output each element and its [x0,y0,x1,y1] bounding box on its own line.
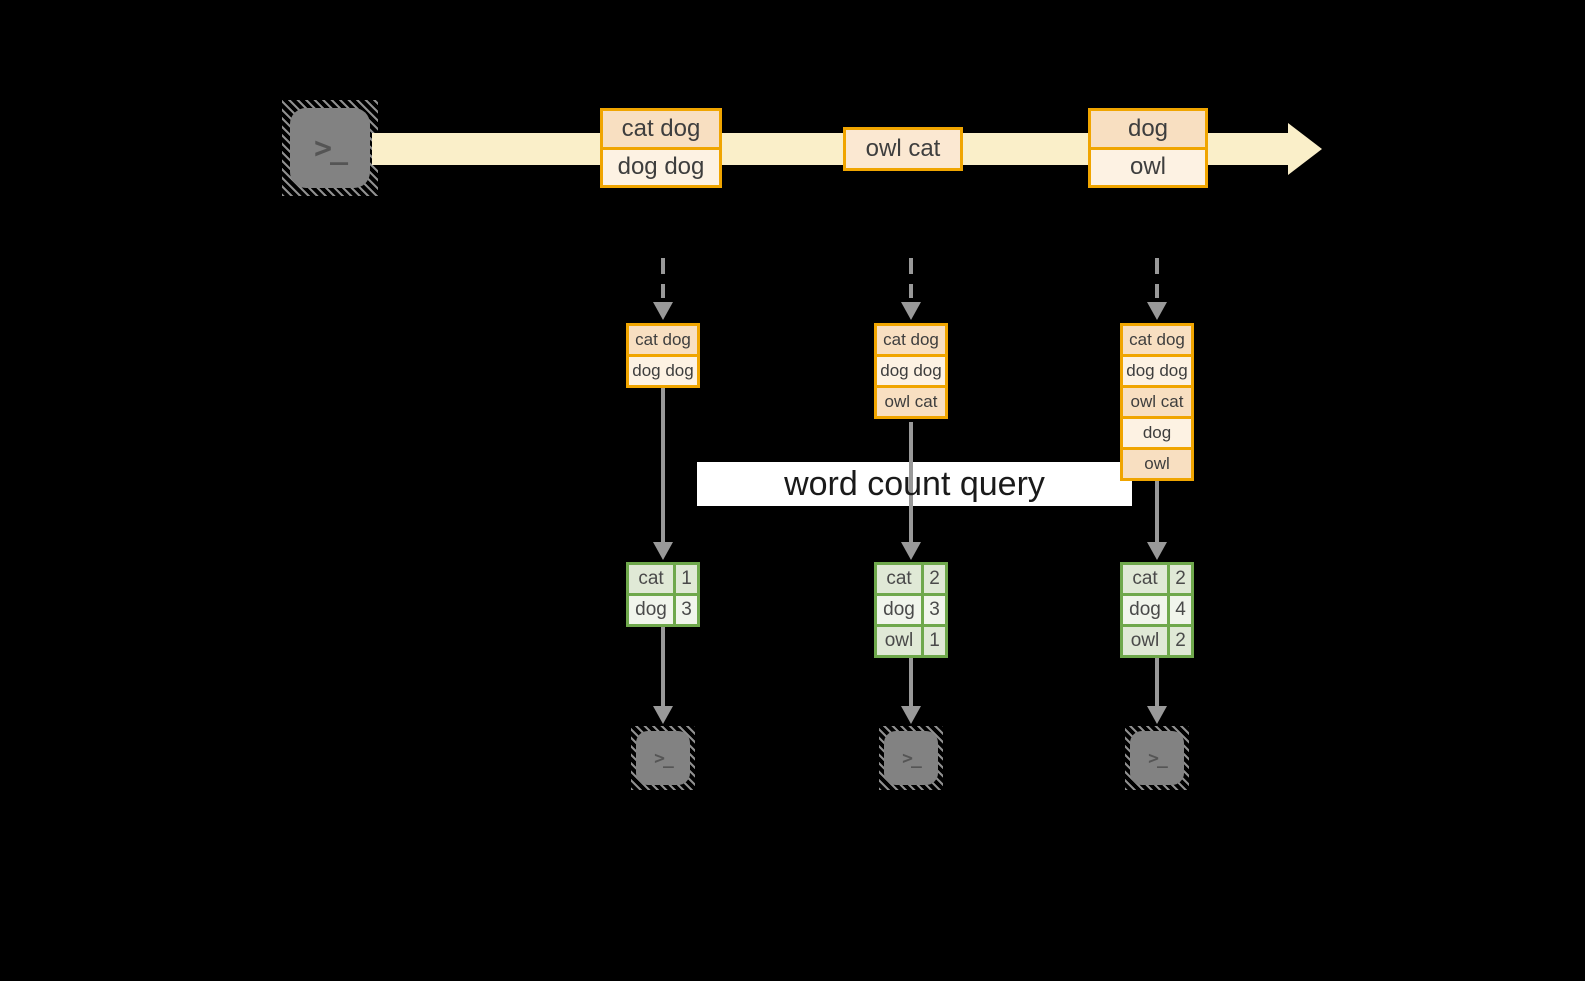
snapshot-row: cat dog [629,326,697,354]
terminal-prompt-icon: >_ [1148,747,1168,769]
terminal-output-icon-3: >_ [1125,726,1189,790]
query-banner [697,462,1132,506]
count-value-cell: 1 [676,565,697,593]
count-word-cell: dog [1123,596,1167,624]
snapshot-row: owl cat [877,388,945,416]
count-word-cell: cat [629,565,673,593]
event-row: dog dog [603,149,719,185]
arrow-line [909,658,913,706]
dashed-arrow-line [1155,258,1159,298]
terminal-screen: >_ [884,731,938,785]
event-row: owl [1091,149,1205,185]
stream-event-box-3: dog owl [1088,108,1208,188]
arrowhead-icon [653,302,673,320]
count-value-cell: 1 [924,627,945,655]
event-row: dog [1091,111,1205,147]
snapshot-row: dog dog [629,357,697,385]
terminal-prompt-icon: >_ [313,130,348,166]
count-value-cell: 4 [1170,596,1191,624]
event-row: owl cat [846,130,960,168]
count-table-2: cat 2 dog 3 owl 1 [874,562,948,658]
arrowhead-icon [1147,302,1167,320]
count-word-cell: dog [629,596,673,624]
arrow-line [661,388,665,545]
snapshot-row: cat dog [877,326,945,354]
arrow-line [1155,658,1159,706]
snapshot-row: owl [1123,450,1191,478]
arrowhead-icon [901,706,921,724]
event-row: cat dog [603,111,719,147]
dashed-arrow-line [909,258,913,298]
terminal-prompt-icon: >_ [902,747,922,769]
arrow-line [661,627,665,706]
count-word-cell: cat [1123,565,1167,593]
count-word-cell: owl [1123,627,1167,655]
count-value-cell: 2 [924,565,945,593]
count-value-cell: 3 [924,596,945,624]
stream-event-box-1: cat dog dog dog [600,108,722,188]
snapshot-row: owl cat [1123,388,1191,416]
arrow-line [1155,481,1159,545]
count-word-cell: owl [877,627,921,655]
arrowhead-icon [653,706,673,724]
arrowhead-icon [653,542,673,560]
terminal-prompt-icon: >_ [654,747,674,769]
arrowhead-icon [1147,706,1167,724]
count-table-3: cat 2 dog 4 owl 2 [1120,562,1194,658]
dashed-arrow-line [661,258,665,298]
query-banner-label: word count query [784,464,1045,503]
terminal-output-icon-1: >_ [631,726,695,790]
stream-event-box-2: owl cat [843,127,963,171]
arrowhead-icon [901,542,921,560]
stream-arrowhead-icon [1288,123,1322,175]
arrowhead-icon [1147,542,1167,560]
snapshot-stack-2: cat dog dog dog owl cat [874,323,948,419]
arrowhead-icon [901,302,921,320]
count-word-cell: dog [877,596,921,624]
terminal-screen: >_ [1130,731,1184,785]
snapshot-row: dog [1123,419,1191,447]
terminal-screen: >_ [290,108,370,188]
count-table-1: cat 1 dog 3 [626,562,700,627]
snapshot-stack-1: cat dog dog dog [626,323,700,388]
snapshot-row: dog dog [877,357,945,385]
arrow-line [909,422,913,545]
count-value-cell: 2 [1170,627,1191,655]
count-value-cell: 2 [1170,565,1191,593]
count-value-cell: 3 [676,596,697,624]
snapshot-row: dog dog [1123,357,1191,385]
terminal-output-icon-2: >_ [879,726,943,790]
terminal-source-icon: >_ [282,100,378,196]
snapshot-row: cat dog [1123,326,1191,354]
terminal-screen: >_ [636,731,690,785]
count-word-cell: cat [877,565,921,593]
snapshot-stack-3: cat dog dog dog owl cat dog owl [1120,323,1194,481]
